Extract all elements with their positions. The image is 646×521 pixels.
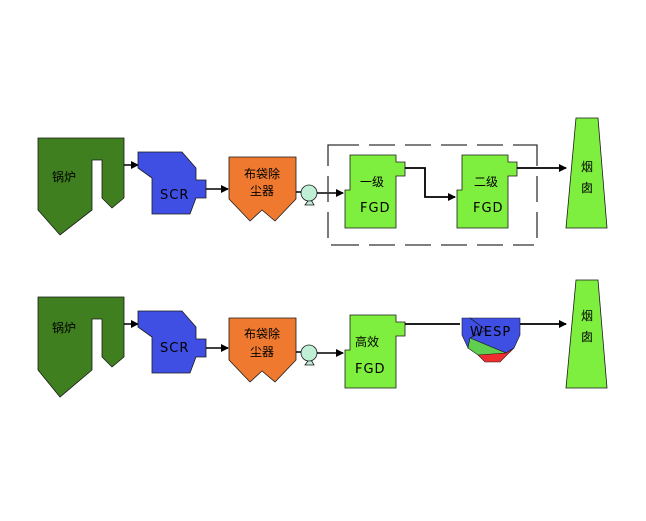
- row-2: 锅炉 SCR 布袋除 尘器 高效 FGD: [37, 279, 608, 398]
- stack-shape: [565, 117, 608, 229]
- fgd-high-efficiency: 高效 FGD: [344, 314, 406, 389]
- wesp-bottom: [477, 347, 515, 363]
- stack-label-line2: 囱: [581, 181, 593, 195]
- fgd-stage-2: 二级 FGD: [456, 154, 518, 229]
- fgd-shape: [344, 314, 406, 389]
- stack-label-line1: 烟: [581, 160, 593, 174]
- fgd1-shape: [344, 154, 406, 229]
- scr-1: SCR: [137, 151, 207, 215]
- scr-label: SCR: [160, 341, 189, 356]
- scr-label: SCR: [160, 188, 189, 203]
- dashed-enclosure: [327, 144, 538, 246]
- fan-base: [304, 197, 315, 206]
- boiler-1: 锅炉: [37, 137, 125, 236]
- baghouse-label-line2: 尘器: [250, 345, 274, 359]
- fgd-label-line2: FGD: [355, 362, 386, 377]
- fgd-label-line1: 高效: [355, 334, 379, 349]
- row-1: 锅炉 SCR 布袋除 尘器: [37, 117, 608, 246]
- scr-shape: [137, 151, 207, 215]
- baghouse-shape: [228, 317, 297, 383]
- stack-1: 烟 囱: [565, 117, 608, 229]
- boiler-shape: [37, 137, 125, 236]
- bracket-left: [327, 144, 333, 246]
- bracket-right: [532, 144, 538, 246]
- scr-2: SCR: [137, 310, 207, 374]
- fan-2: [300, 344, 318, 366]
- wesp-label: WESP: [470, 325, 511, 340]
- boiler-label: 锅炉: [52, 169, 76, 184]
- stack-shape: [565, 279, 608, 389]
- fgd1-label-line1: 一级: [360, 175, 384, 189]
- scr-shape: [137, 310, 207, 374]
- baghouse-shape: [228, 156, 297, 222]
- fgd2-shape: [456, 154, 518, 229]
- fan-1: [300, 184, 318, 206]
- baghouse-label-line2: 尘器: [250, 184, 274, 198]
- stack-label-line1: 烟: [581, 309, 593, 323]
- fan-icon: [300, 184, 318, 202]
- arrow-fgd1-fgd2: [405, 167, 456, 201]
- baghouse-2: 布袋除 尘器: [228, 317, 297, 383]
- fgd-stage-1: 一级 FGD: [344, 154, 406, 229]
- boiler-shape: [37, 296, 125, 398]
- baghouse-label-line1: 布袋除: [244, 326, 280, 341]
- stack-2: 烟 囱: [565, 279, 608, 389]
- fan-base: [304, 357, 315, 366]
- boiler-2: 锅炉: [37, 296, 125, 398]
- boiler-label: 锅炉: [52, 320, 76, 335]
- baghouse-1: 布袋除 尘器: [228, 156, 297, 222]
- fan-icon: [300, 344, 318, 362]
- fgd1-label-line2: FGD: [360, 201, 391, 216]
- baghouse-label-line1: 布袋除: [244, 166, 280, 181]
- fgd2-label-line2: FGD: [473, 201, 504, 216]
- fgd2-label-line1: 二级: [474, 175, 498, 189]
- stack-label-line2: 囱: [581, 330, 593, 344]
- wesp: WESP: [461, 317, 521, 363]
